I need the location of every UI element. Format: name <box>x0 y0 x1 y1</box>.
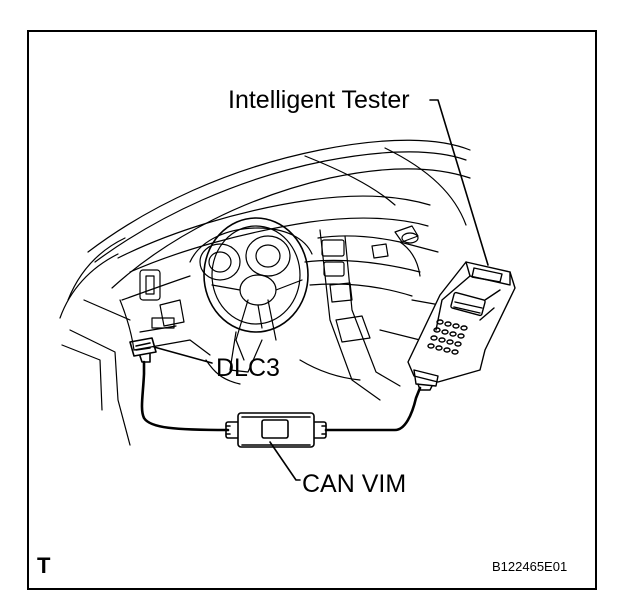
car-interior <box>59 139 471 446</box>
tester-keypad <box>427 319 468 355</box>
intelligent-tester-device <box>407 261 516 391</box>
dlc3-connector <box>129 337 157 363</box>
corner-mark: T <box>37 553 51 578</box>
intelligent-tester-label: Intelligent Tester <box>228 86 410 114</box>
figure-code: B122465E01 <box>492 559 568 574</box>
can-vim-leader <box>269 441 301 481</box>
dlc3-label: DLC3 <box>216 354 280 382</box>
cable-vim-to-tester <box>324 386 422 432</box>
cable-dlc3-to-vim <box>140 360 230 432</box>
can-vim-label: CAN VIM <box>302 470 407 498</box>
can-vim-box <box>225 412 327 448</box>
dlc3-leader <box>153 346 213 364</box>
tester-leader <box>429 99 489 266</box>
